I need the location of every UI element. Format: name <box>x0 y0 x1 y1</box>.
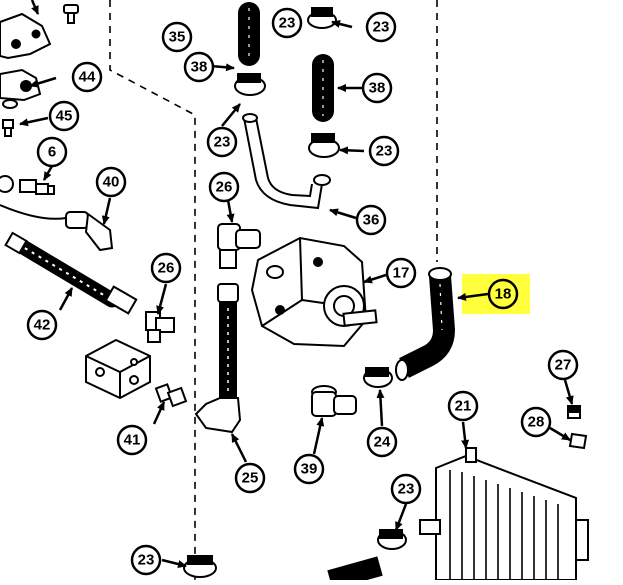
callout-38: 38 <box>191 59 208 76</box>
sensor-part-40 <box>0 204 114 252</box>
oil-cooler-part-21 <box>419 447 589 581</box>
bracket-part <box>0 12 52 60</box>
callout-24: 24 <box>374 434 391 451</box>
callout-42: 42 <box>34 317 51 334</box>
hose-part-42 <box>4 231 138 315</box>
callout-circles <box>26 7 579 576</box>
hose-part-38-upper <box>238 2 260 66</box>
callout-23: 23 <box>138 552 155 569</box>
callout-41: 41 <box>124 432 141 449</box>
fitting-part-41 <box>154 383 188 408</box>
callout-28: 28 <box>528 414 545 431</box>
clamp-part-23-right <box>308 133 340 158</box>
callout-35: 35 <box>169 29 186 46</box>
hose-stub-bottom <box>327 556 383 585</box>
hose-part-38-right <box>312 54 334 122</box>
fitting-part-6 <box>0 175 55 195</box>
bolt-part <box>2 119 14 137</box>
callout-21: 21 <box>455 398 472 415</box>
callout-36: 36 <box>363 212 380 229</box>
tube-part-36 <box>242 113 331 210</box>
callout-23: 23 <box>398 481 415 498</box>
hose-part-25 <box>194 283 242 434</box>
clamp-part-23-top <box>307 7 337 29</box>
valve-block-part <box>85 338 151 400</box>
clamp-part-23-bottom-left <box>183 555 217 578</box>
callout-18: 18 <box>495 286 512 303</box>
callout-45: 45 <box>56 108 73 125</box>
leader-arrows <box>19 0 574 568</box>
callout-23: 23 <box>279 15 296 32</box>
callout-6: 6 <box>48 144 56 161</box>
callout-44: 44 <box>79 69 96 86</box>
callout-circle-18 <box>487 278 519 310</box>
fitting-part-26a <box>217 223 261 269</box>
callout-25: 25 <box>242 470 259 487</box>
callout-17: 17 <box>393 265 410 282</box>
callout-26: 26 <box>216 179 233 196</box>
callout-23: 23 <box>376 143 393 160</box>
callout-40: 40 <box>103 174 120 191</box>
callout-26: 26 <box>158 260 175 277</box>
hose-part-18 <box>395 267 456 381</box>
callout-38: 38 <box>369 80 386 97</box>
washer-part <box>2 99 18 109</box>
clamp-part-24 <box>363 367 393 388</box>
callout-27: 27 <box>555 357 572 374</box>
part-28 <box>568 432 588 450</box>
pump-part-17 <box>250 236 378 348</box>
group-boundary-lines <box>109 0 438 580</box>
callout-23: 23 <box>373 19 390 36</box>
fitting-part-39 <box>311 385 357 417</box>
callout-39: 39 <box>301 461 318 478</box>
screw-part <box>63 4 79 24</box>
clamp-part-23-left <box>234 73 266 96</box>
clamp-part-23-lower <box>377 529 407 550</box>
callout-23: 23 <box>214 134 231 151</box>
part-27 <box>567 405 581 419</box>
fitting-part-26b <box>145 311 175 343</box>
